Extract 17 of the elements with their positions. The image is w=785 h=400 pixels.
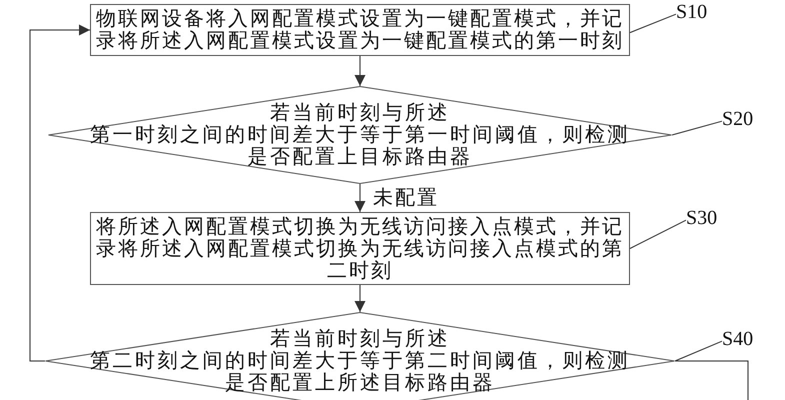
arrow bbox=[30, 24, 90, 362]
arrow bbox=[354, 284, 366, 312]
step-label: S40 bbox=[722, 328, 754, 350]
arrow bbox=[354, 184, 366, 212]
step-label: S30 bbox=[686, 207, 718, 229]
leader-line bbox=[630, 220, 686, 249]
arrow bbox=[354, 56, 366, 86]
connector-line bbox=[674, 360, 748, 400]
leader-line bbox=[672, 120, 722, 136]
process-box: 将所述入网配置模式切换为无线访问接入点模式，并记录将所述入网配置模式切换为无线访问接入点模式的第二时刻 bbox=[90, 212, 630, 285]
leader-line bbox=[630, 14, 676, 34]
step-label: S20 bbox=[722, 108, 754, 130]
decision-diamond: 若当前时刻与所述第一时刻之间的时间差大于等于第一时间阈值，则检测是否配置上目标路由器 bbox=[48, 86, 672, 184]
process-box: 物联网设备将入网配置模式设置为一键配置模式，并记录将所述入网配置模式设置为一键配置模式的第一时刻 bbox=[90, 4, 630, 56]
leader-line bbox=[674, 340, 722, 362]
decision-diamond: 若当前时刻与所述第二时刻之间的时间差大于等于第二时间阈值，则检测是否配置上所述目标路由器 bbox=[45, 312, 675, 400]
step-label: S10 bbox=[676, 1, 708, 23]
